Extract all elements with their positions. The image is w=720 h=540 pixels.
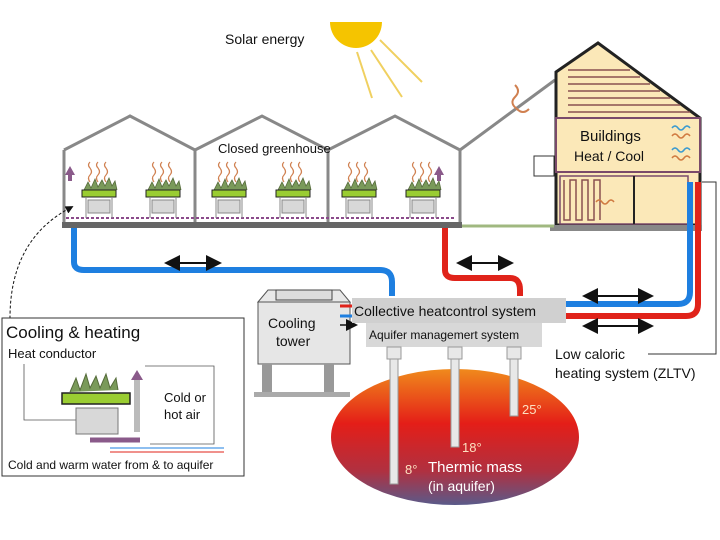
inset-plant-unit: [23, 364, 224, 453]
plant-units: [65, 161, 444, 218]
flow-arrows: [164, 255, 654, 334]
warm-pipe-greenhouse: [442, 228, 523, 296]
temp-mid: 18°: [462, 440, 482, 455]
pipes: [71, 182, 701, 319]
low-caloric-label-1: Low caloric: [555, 346, 625, 362]
aquifer-water-label: Cold and warm water from & to aquifer: [8, 458, 213, 472]
temp-cold: 8°: [405, 462, 417, 477]
greenhouse-structure: [62, 78, 556, 225]
low-caloric-label-2: heating system (ZLTV): [555, 365, 696, 381]
sun-icon: [330, 22, 423, 99]
cooling-tower: [254, 289, 358, 397]
collective-heatcontrol-label: Collective heatcontrol system: [354, 303, 536, 319]
aquifer-management-label: Aquifer managemert system: [369, 328, 519, 342]
cooling-tower-label-1: Cooling: [268, 315, 315, 331]
wells: [386, 346, 522, 485]
plant-unit: [341, 161, 378, 218]
aquifer-management-box: [366, 323, 542, 347]
collective-heatcontrol-box: [352, 298, 566, 323]
inset-title: Cooling & heating: [6, 323, 140, 342]
buildings-label: Buildings: [580, 128, 641, 145]
warm-pipe-building: [566, 182, 701, 319]
heat-wave-icon: [511, 84, 530, 113]
cold-pipe-building: [566, 182, 693, 307]
air-label-2: hot air: [164, 407, 201, 422]
plant-unit: [145, 161, 182, 218]
cold-pipe: [71, 228, 395, 296]
air-up-arrow-icon: [434, 166, 444, 181]
air-up-arrow-icon: [65, 166, 75, 181]
leader-line: [648, 181, 717, 355]
greenhouse-label: Closed greenhouse: [218, 141, 331, 156]
heat-cool-label: Heat / Cool: [574, 148, 644, 164]
plant-unit: [81, 161, 118, 218]
plant-unit: [211, 161, 248, 218]
temp-warm: 25°: [522, 402, 542, 417]
air-label-1: Cold or: [164, 390, 207, 405]
thermic-mass-sublabel: (in aquifer): [428, 478, 495, 494]
heat-conductor-label: Heat conductor: [8, 346, 97, 361]
wave-icons: [595, 125, 691, 205]
thermic-mass-label: Thermic mass: [428, 459, 522, 476]
callout-arrow: [9, 206, 74, 319]
plant-unit: [405, 161, 442, 218]
solar-energy-label: Solar energy: [225, 31, 304, 47]
cooling-tower-label-2: tower: [276, 333, 311, 349]
plant-unit: [275, 161, 312, 218]
greenhouse-floor: [62, 222, 462, 228]
